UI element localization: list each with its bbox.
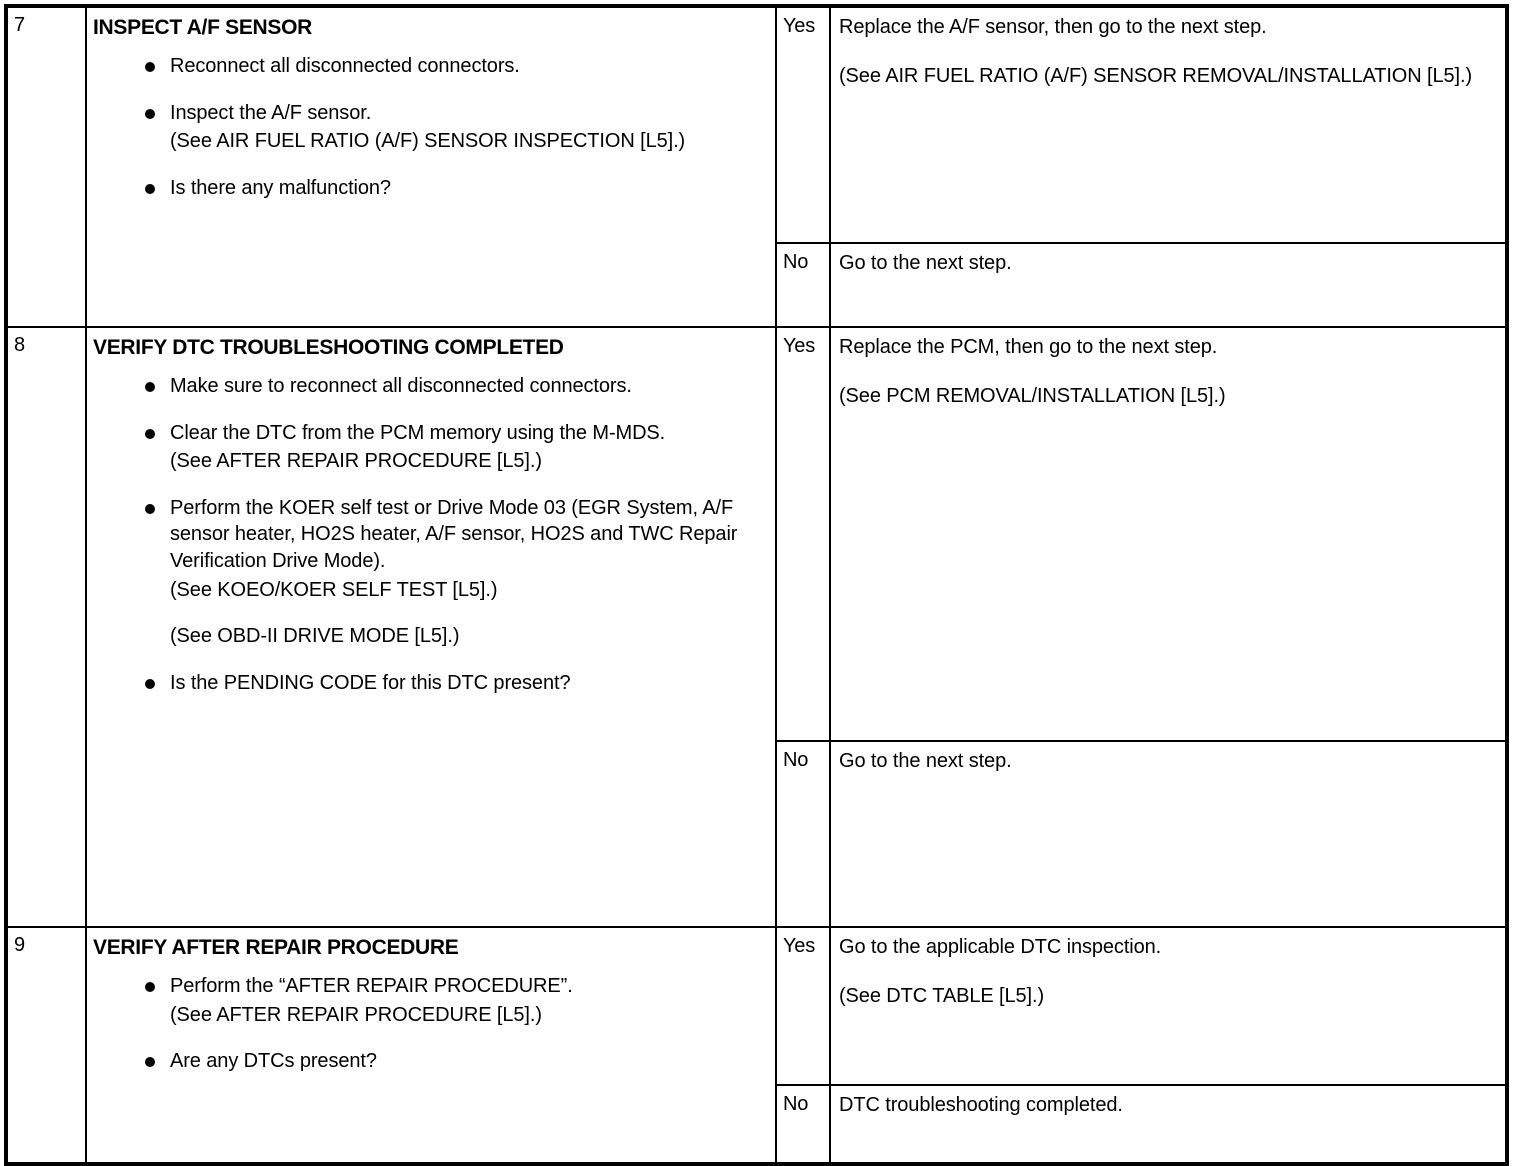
action-no-cell: Go to the next step.	[829, 242, 1508, 328]
action-no-cell: Go to the next step.	[829, 740, 1508, 928]
step-number: 7	[14, 14, 25, 36]
step-number: 9	[14, 934, 25, 956]
reference-note: (See DTC TABLE [L5].)	[839, 984, 1045, 1007]
list-item: Is there any malfunction?	[93, 175, 765, 202]
step-title: VERIFY AFTER REPAIR PROCEDURE	[93, 936, 459, 959]
list-item: Make sure to reconnect all disconnected …	[93, 373, 765, 400]
action-no-cell: DTC troubleshooting completed.	[829, 1084, 1508, 1165]
step-action-cell: INSPECT A/F SENSOR Reconnect all disconn…	[85, 5, 777, 328]
step-instruction-list: Reconnect all disconnected connectors. I…	[93, 53, 765, 126]
step-action-cell: VERIFY DTC TROUBLESHOOTING COMPLETED Mak…	[85, 326, 777, 928]
table-row: 9 VERIFY AFTER REPAIR PROCEDURE Perform …	[5, 926, 1508, 1165]
step-title: VERIFY DTC TROUBLESHOOTING COMPLETED	[93, 336, 564, 359]
action-text: Replace the PCM, then go to the next ste…	[839, 336, 1218, 358]
list-item: Clear the DTC from the PCM memory using …	[93, 420, 765, 447]
result-label-no: No	[775, 740, 831, 928]
action-text: Go to the next step.	[839, 750, 1012, 772]
action-yes-cell: Replace the PCM, then go to the next ste…	[829, 326, 1508, 742]
table-row: No Go to the next step.	[6, 740, 1508, 928]
step-question-list: Is the PENDING CODE for this DTC present…	[93, 670, 765, 697]
reference-note: (See AIR FUEL RATIO (A/F) SENSOR INSPECT…	[170, 130, 686, 153]
list-item: Perform the KOER self test or Drive Mode…	[93, 495, 765, 575]
action-text: Go to the applicable DTC inspection.	[839, 936, 1162, 958]
action-text: Replace the A/F sensor, then go to the n…	[839, 16, 1267, 38]
result-label-yes: Yes	[775, 326, 831, 742]
step-number-cell: 8	[5, 326, 87, 928]
step-instruction-list: Perform the “AFTER REPAIR PROCEDURE”.	[93, 973, 765, 1000]
reference-note: (See OBD-II DRIVE MODE [L5].)	[170, 625, 460, 648]
reference-note: (See AFTER REPAIR PROCEDURE [L5].)	[170, 450, 542, 473]
list-item: Perform the “AFTER REPAIR PROCEDURE”.	[93, 973, 765, 1000]
step-instruction-list: Make sure to reconnect all disconnected …	[93, 373, 765, 446]
step-action-cell: VERIFY AFTER REPAIR PROCEDURE Perform th…	[85, 926, 777, 1165]
step-title: INSPECT A/F SENSOR	[93, 16, 313, 39]
dtc-troubleshooting-table: 7 INSPECT A/F SENSOR Reconnect all disco…	[4, 4, 1509, 1166]
result-label-yes: Yes	[775, 926, 831, 1086]
step-question-list: Is there any malfunction?	[93, 175, 765, 202]
table-row: 7 INSPECT A/F SENSOR Reconnect all disco…	[5, 5, 1508, 328]
step-question-list: Are any DTCs present?	[93, 1048, 765, 1075]
step-number-cell: 7	[5, 5, 87, 328]
action-yes-cell: Replace the A/F sensor, then go to the n…	[829, 5, 1508, 244]
action-yes-cell: Go to the applicable DTC inspection. (Se…	[829, 926, 1508, 1086]
action-text: Go to the next step.	[839, 252, 1012, 274]
reference-note: (See AFTER REPAIR PROCEDURE [L5].)	[170, 1003, 542, 1026]
step-instruction-list-2: Perform the KOER self test or Drive Mode…	[93, 495, 765, 575]
list-item: Are any DTCs present?	[93, 1048, 765, 1075]
result-label-no: No	[775, 242, 831, 328]
reference-note: (See PCM REMOVAL/INSTALLATION [L5].)	[839, 384, 1226, 407]
troubleshooting-sheet: 7 INSPECT A/F SENSOR Reconnect all disco…	[4, 4, 1509, 1166]
reference-note: (See AIR FUEL RATIO (A/F) SENSOR REMOVAL…	[839, 64, 1473, 87]
list-item: Inspect the A/F sensor.	[93, 100, 765, 127]
action-text: DTC troubleshooting completed.	[839, 1094, 1123, 1116]
result-label-yes: Yes	[775, 5, 831, 244]
list-item: Reconnect all disconnected connectors.	[93, 53, 765, 80]
reference-note: (See KOEO/KOER SELF TEST [L5].)	[170, 578, 498, 601]
result-label-no: No	[775, 1084, 831, 1165]
table-row: No Go to the next step.	[6, 242, 1508, 328]
step-number: 8	[14, 334, 25, 356]
step-number-cell: 9	[5, 926, 87, 1165]
list-item: Is the PENDING CODE for this DTC present…	[93, 670, 765, 697]
table-row: 8 VERIFY DTC TROUBLESHOOTING COMPLETED M…	[5, 326, 1508, 928]
